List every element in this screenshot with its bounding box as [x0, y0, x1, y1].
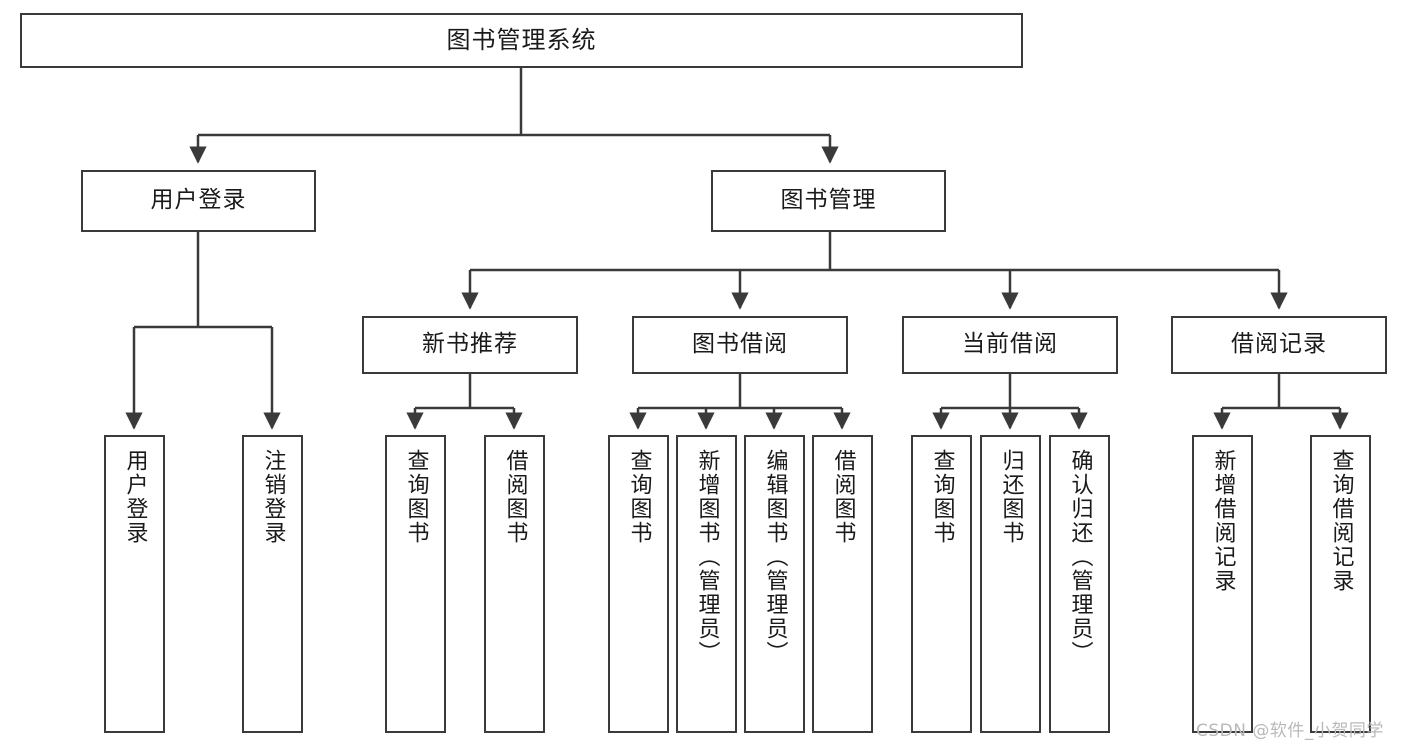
node-label: 新增图书（管理员） — [694, 449, 720, 665]
node-label: 注销登录 — [260, 449, 286, 545]
watermark-csdn: CSDN @软件_小贺同学 — [1196, 721, 1384, 741]
node-label: 图书管理 — [780, 187, 877, 214]
node-root-system[interactable]: 图书管理系统 — [20, 13, 1023, 68]
leaf-query-book-recommend[interactable]: 查询图书 — [385, 435, 446, 733]
node-label: 确认归还（管理员） — [1067, 449, 1093, 665]
node-user-login[interactable]: 用户登录 — [81, 170, 316, 232]
leaf-confirm-return-admin[interactable]: 确认归还（管理员） — [1049, 435, 1110, 733]
node-borrow-record[interactable]: 借阅记录 — [1171, 316, 1387, 374]
node-label: 当前借阅 — [962, 331, 1058, 358]
leaf-return-book[interactable]: 归还图书 — [980, 435, 1041, 733]
node-label: 查询借阅记录 — [1328, 449, 1354, 593]
leaf-borrow-book[interactable]: 借阅图书 — [812, 435, 873, 733]
leaf-query-book-current[interactable]: 查询图书 — [911, 435, 972, 733]
node-label: 借阅图书 — [502, 449, 528, 545]
node-label: 用户登录 — [122, 449, 148, 545]
node-new-book-recommend[interactable]: 新书推荐 — [362, 316, 578, 374]
node-label: 图书管理系统 — [446, 26, 597, 55]
leaf-borrow-book-recommend[interactable]: 借阅图书 — [484, 435, 545, 733]
node-book-borrow[interactable]: 图书借阅 — [632, 316, 848, 374]
leaf-user-login[interactable]: 用户登录 — [104, 435, 165, 733]
leaf-query-book-borrow[interactable]: 查询图书 — [608, 435, 669, 733]
node-label: 编辑图书（管理员） — [762, 449, 788, 665]
leaf-add-borrow-record[interactable]: 新增借阅记录 — [1192, 435, 1253, 733]
node-label: 用户登录 — [150, 187, 247, 214]
node-label: 查询图书 — [929, 449, 955, 545]
node-label: 查询图书 — [403, 449, 429, 545]
leaf-logout[interactable]: 注销登录 — [242, 435, 303, 733]
node-label: 新书推荐 — [422, 331, 518, 358]
leaf-edit-book-admin[interactable]: 编辑图书（管理员） — [744, 435, 805, 733]
node-label: 查询图书 — [626, 449, 652, 545]
node-current-borrow[interactable]: 当前借阅 — [902, 316, 1118, 374]
node-label: 新增借阅记录 — [1210, 449, 1236, 593]
node-book-management[interactable]: 图书管理 — [711, 170, 946, 232]
leaf-add-book-admin[interactable]: 新增图书（管理员） — [676, 435, 737, 733]
node-label: 图书借阅 — [692, 331, 788, 358]
node-label: 借阅记录 — [1231, 331, 1327, 358]
node-label: 归还图书 — [998, 449, 1024, 545]
node-label: 借阅图书 — [830, 449, 856, 545]
leaf-query-borrow-record[interactable]: 查询借阅记录 — [1310, 435, 1371, 733]
